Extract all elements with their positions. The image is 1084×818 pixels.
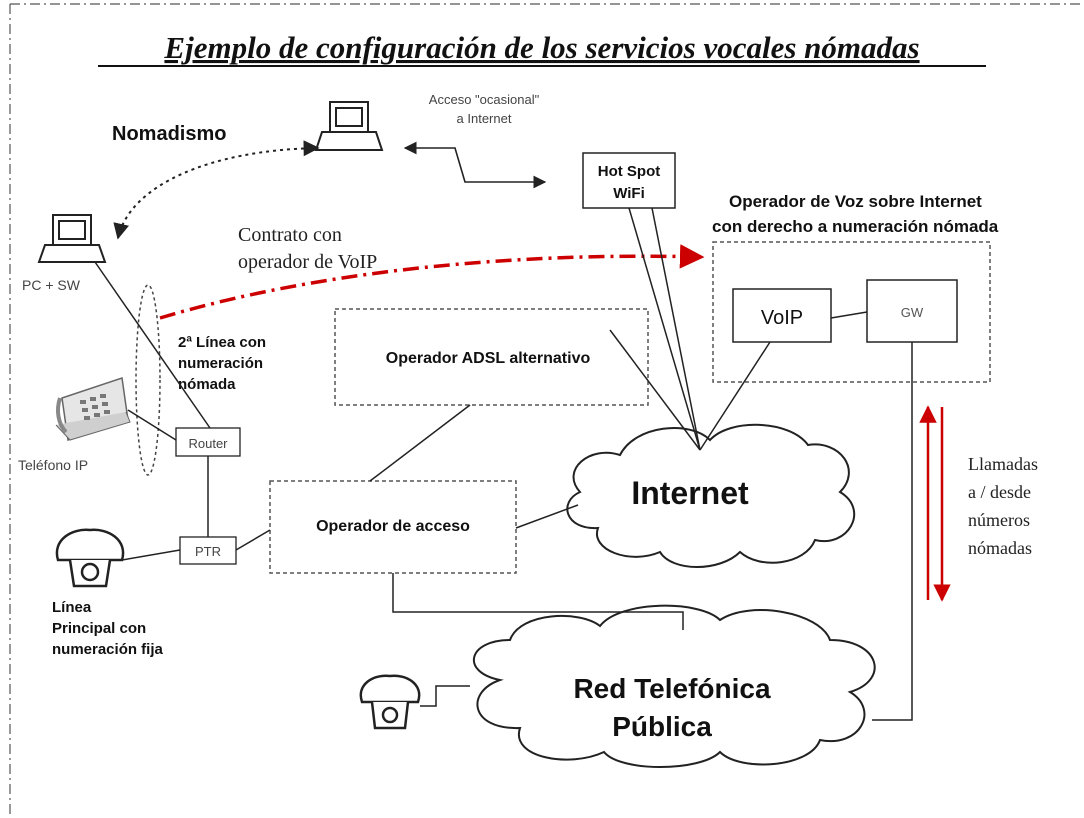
analog-phone-icon [55,528,125,588]
voip-box [732,288,832,343]
contrato-label: Contrato con [238,224,342,246]
hotspot-box [582,152,676,209]
acceso-ocasional-label-2: a Internet [457,111,512,126]
pstn-cloud [472,604,876,768]
linea-principal-label: Línea [52,599,92,616]
pstn-phone-icon [359,674,421,730]
pc-laptop-icon [37,214,107,263]
operador-acceso-label: Operador de acceso [316,518,470,535]
segunda-linea-label: 2ª Línea con [178,334,266,351]
voip-gw-link [830,311,868,319]
ip-phone-icon [55,377,131,441]
segunda-linea-label-3: nómada [178,376,236,393]
linea-principal-label-3: numeración fija [52,641,164,658]
ptr-label: PTR [195,544,221,559]
line-bundle-ellipse [135,284,161,476]
adsl-label: Operador ADSL alternativo [386,350,591,367]
red-telefonica-label-2: Pública [612,711,712,742]
ptr-box [179,536,237,565]
hotspot-label-2: WiFi [613,185,645,202]
hotspot-label: Hot Spot [598,163,660,180]
contrato-label-2: operador de VoIP [238,251,377,273]
adsl-access-link [369,404,471,482]
acceso-ocasional-label: Acceso "ocasional" [429,92,540,107]
telefono-ip-label: Teléfono IP [18,457,88,473]
pstn-phone-link [420,685,470,707]
gw-pstn-link [872,342,913,721]
segunda-linea-label-2: numeración [178,355,263,372]
llamadas-label-3: números [968,510,1030,530]
voip-operator-box [712,241,991,383]
page-frame [9,3,1080,818]
diagram-title: Ejemplo de configuración de los servicio… [163,30,919,65]
operador-voz-label-2: con derecho a numeración nómada [712,217,999,236]
linea-principal-label-2: Principal con [52,620,146,637]
nomadism-arc [113,140,320,240]
access-pstn-link [392,573,684,630]
operador-voz-label: Operador de Voz sobre Internet [729,192,982,211]
gw-box [866,279,958,343]
internet-links [515,207,771,529]
voip-label: VoIP [761,307,803,329]
router-box [175,427,241,457]
adsl-operator-box [334,308,649,406]
internet-label: Internet [631,475,749,511]
ptr-access-link [235,529,271,551]
phone-ptr-link [121,549,181,561]
voip-contract-arrow [159,244,705,320]
nomadismo-label: Nomadismo [112,123,226,145]
llamadas-label-4: nómadas [968,538,1032,558]
internet-cloud [566,423,856,568]
red-telefonica-label: Red Telefónica [573,673,771,704]
wireless-link-arrow [403,141,547,189]
gw-label: GW [901,305,924,320]
laptop-icon [314,101,384,151]
router-label: Router [188,436,228,451]
pc-sw-label: PC + SW [22,277,81,293]
llamadas-label-2: a / desde [968,482,1031,502]
access-operator-box [269,480,517,574]
router-links [94,261,211,537]
llamadas-label: Llamadas [968,454,1038,474]
